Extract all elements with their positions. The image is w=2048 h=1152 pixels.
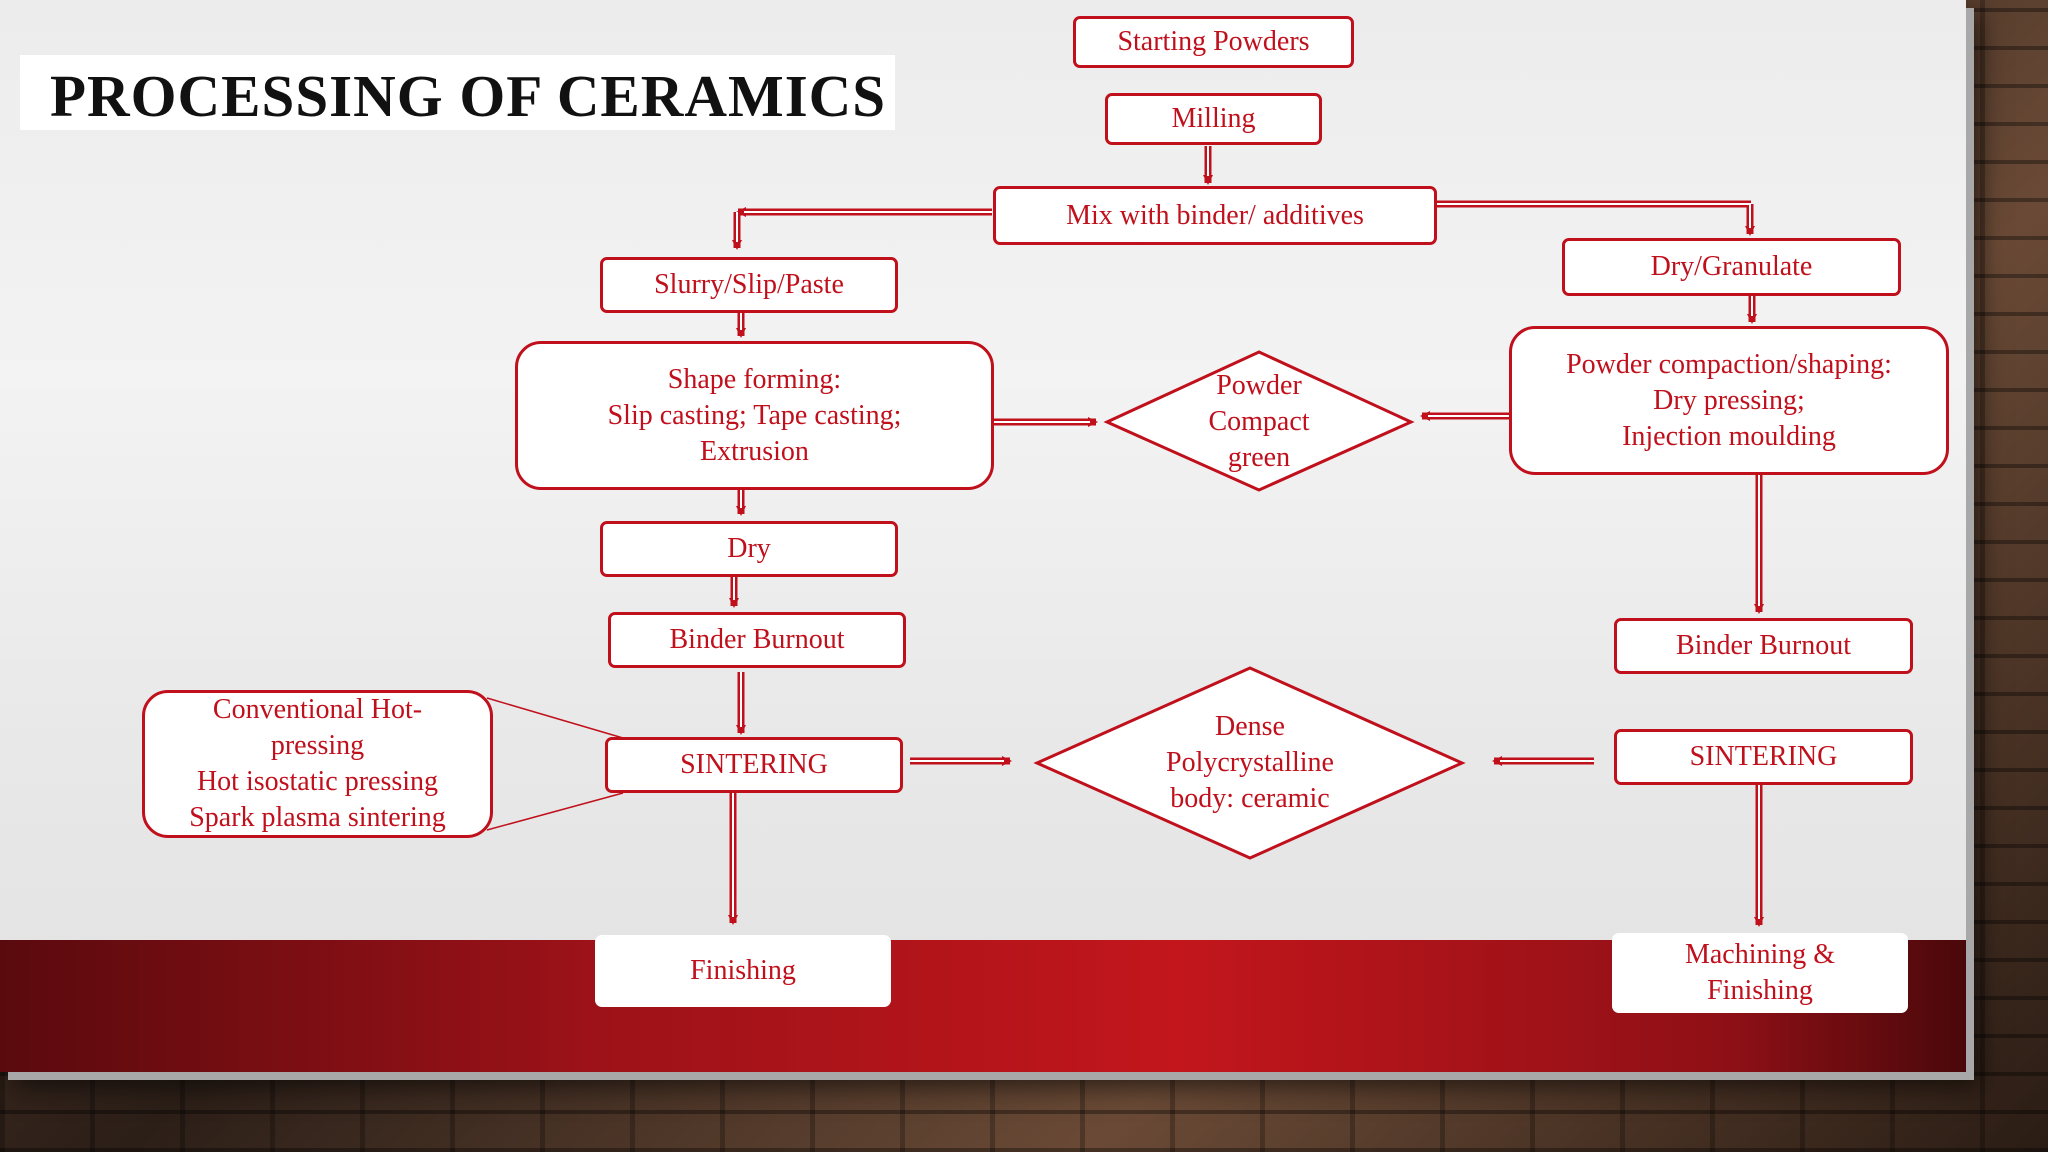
slide-title: PROCESSING OF CERAMICS [50, 63, 887, 129]
sintering-methods-box: Conventional Hot- pressing Hot isostatic… [142, 690, 493, 838]
dry-granulate-label: Dry/Granulate [1650, 251, 1813, 282]
finishing-label: Finishing [690, 955, 796, 986]
milling-box: Milling [1105, 93, 1322, 145]
sintering-right-box: SINTERING [1614, 729, 1913, 785]
flow-connectors [486, 146, 1764, 927]
powder-compact-diamond [1103, 350, 1415, 492]
binder-burnout-left-box: Binder Burnout [608, 612, 906, 668]
milling-label: Milling [1171, 103, 1256, 134]
dense-body-label: Dense Polycrystalline body: ceramic [1166, 711, 1334, 814]
mix-binder-box: Mix with binder/ additives [993, 186, 1437, 245]
powder-compaction-label: Powder compaction/shaping: Dry pressing;… [1566, 348, 1892, 452]
slurry-label: Slurry/Slip/Paste [654, 269, 844, 300]
dry-label: Dry [727, 533, 771, 564]
title-background [20, 55, 895, 130]
dense-body-diamond [1033, 666, 1466, 860]
mix-binder-label: Mix with binder/ additives [1066, 199, 1364, 231]
slide: PROCESSING OF CERAMICS [0, 0, 1966, 1072]
starting-powders-label: Starting Powders [1117, 26, 1310, 57]
binder-burnout-right-label: Binder Burnout [1676, 630, 1851, 661]
sintering-left-box: SINTERING [605, 737, 903, 793]
finishing-box: Finishing [595, 935, 891, 1007]
sintering-right-label: SINTERING [1689, 741, 1838, 772]
binder-burnout-left-label: Binder Burnout [669, 624, 845, 655]
sintering-methods-label: Conventional Hot- pressing Hot isostatic… [189, 694, 446, 833]
starting-powders-box: Starting Powders [1073, 16, 1354, 68]
machining-finishing-box: Machining & Finishing [1612, 933, 1908, 1013]
powder-compaction-box: Powder compaction/shaping: Dry pressing;… [1509, 326, 1949, 475]
shape-forming-box: Shape forming: Slip casting; Tape castin… [515, 341, 994, 490]
callout-lines [486, 697, 624, 831]
dry-box: Dry [600, 521, 898, 577]
binder-burnout-right-box: Binder Burnout [1614, 618, 1913, 674]
machining-finishing-label: Machining & Finishing [1684, 939, 1836, 1006]
powder-compact-label: Powder Compact green [1208, 370, 1310, 473]
shape-forming-label: Shape forming: Slip casting; Tape castin… [607, 363, 902, 467]
dry-granulate-box: Dry/Granulate [1562, 238, 1901, 296]
connector-highlights [732, 146, 1760, 919]
slurry-box: Slurry/Slip/Paste [600, 257, 898, 313]
sintering-left-label: SINTERING [680, 749, 828, 780]
